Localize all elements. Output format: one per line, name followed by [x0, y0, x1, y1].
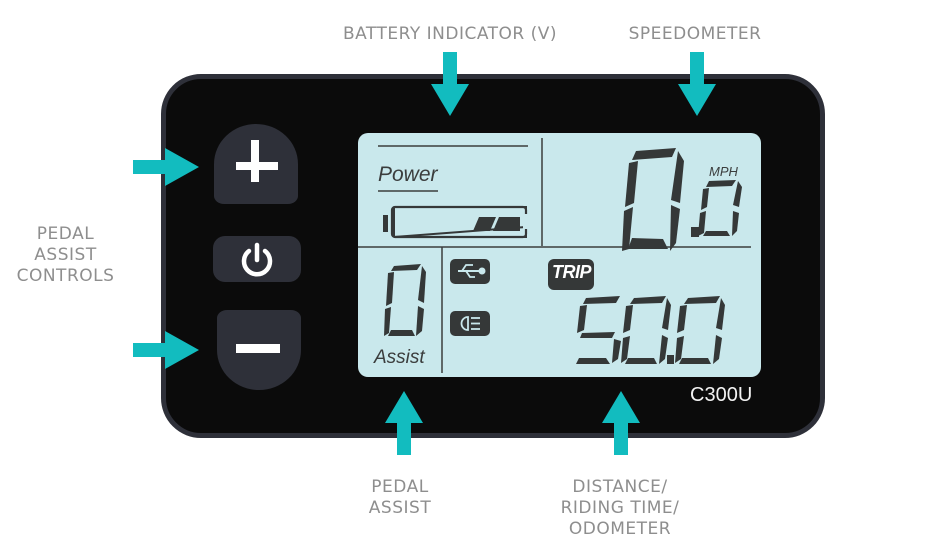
speed-unit: MPH: [709, 164, 738, 179]
speedometer-callout: SPEEDOMETER: [628, 24, 762, 44]
power-label: Power: [378, 163, 438, 186]
lcd-screen: [358, 133, 761, 377]
speed-digit-large: [622, 148, 684, 251]
headlight-icon: [450, 311, 490, 336]
minus-button[interactable]: [217, 310, 301, 390]
lcd-graphics: [358, 138, 751, 373]
model-label: C300U: [690, 384, 753, 406]
plus-arrow-icon: [133, 148, 199, 186]
speed-digit-small: [698, 180, 742, 236]
usb-icon: [450, 259, 490, 284]
pedal-assist-arrow-icon: [385, 391, 423, 455]
distance-arrow-icon: [602, 391, 640, 455]
battery-indicator-callout: BATTERY INDICATOR (V): [342, 24, 558, 44]
power-icon: [241, 242, 273, 277]
pedal-assist-controls-callout: PEDAL ASSIST CONTROLS: [16, 224, 115, 286]
battery-icon: [383, 205, 529, 239]
distance-callout: DISTANCE/ RIDING TIME/ ODOMETER: [560, 477, 680, 539]
plus-button[interactable]: [214, 124, 298, 204]
assist-digit: [384, 264, 426, 336]
pedal-assist-callout: PEDAL ASSIST: [368, 477, 432, 518]
battery-arrow-icon: [431, 52, 469, 116]
assist-label: Assist: [374, 347, 425, 368]
minus-icon: [236, 344, 280, 353]
minus-arrow-icon: [133, 331, 199, 369]
trip-label: TRIP: [552, 262, 592, 282]
plus-icon: [236, 140, 278, 182]
speedometer-arrow-icon: [678, 52, 716, 116]
trip-badge: [548, 259, 594, 290]
power-button[interactable]: [213, 236, 301, 282]
trip-digits: [576, 296, 725, 364]
